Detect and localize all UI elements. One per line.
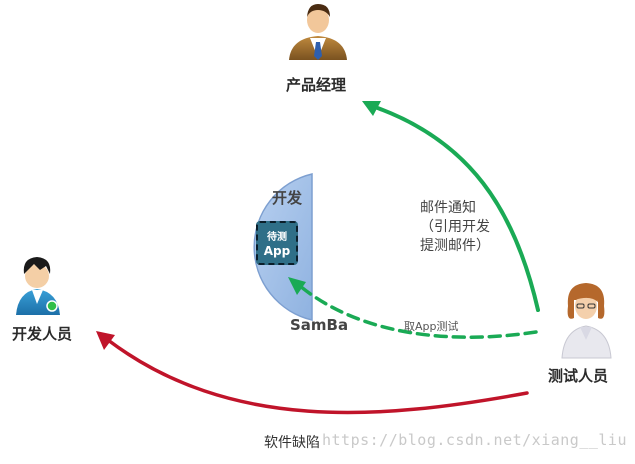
app-under-test: 待测 App bbox=[256, 221, 298, 265]
developer-icon bbox=[16, 257, 60, 315]
bug-report-arrowhead bbox=[96, 331, 115, 350]
mail-notice-arrowhead bbox=[362, 101, 381, 116]
app-label-line1: 待测 bbox=[267, 232, 287, 243]
fetch-app-arrowhead bbox=[288, 277, 306, 295]
app-label-line2: App bbox=[263, 244, 291, 258]
product-manager-icon bbox=[289, 4, 347, 60]
software-bug-label: 软件缺陷 bbox=[264, 435, 320, 451]
tester-label: 测试人员 bbox=[548, 367, 609, 385]
watermark-text: https://blog.csdn.net/xiang__liu bbox=[322, 431, 627, 449]
bug-report-arrow bbox=[106, 338, 529, 415]
product-manager-label: 产品经理 bbox=[286, 76, 347, 94]
fetch-app-label: 取App测试 bbox=[404, 320, 459, 333]
mail-notice-arrow bbox=[370, 104, 540, 312]
samba-label: SamBa bbox=[290, 316, 349, 334]
fetch-app-arrow bbox=[298, 284, 538, 339]
tester-icon bbox=[561, 283, 612, 359]
dev-area-title: 开发 bbox=[272, 189, 303, 207]
developer-label: 开发人员 bbox=[12, 325, 73, 343]
mail-notice-label: 邮件通知 （引用开发 提测邮件） bbox=[420, 200, 490, 254]
